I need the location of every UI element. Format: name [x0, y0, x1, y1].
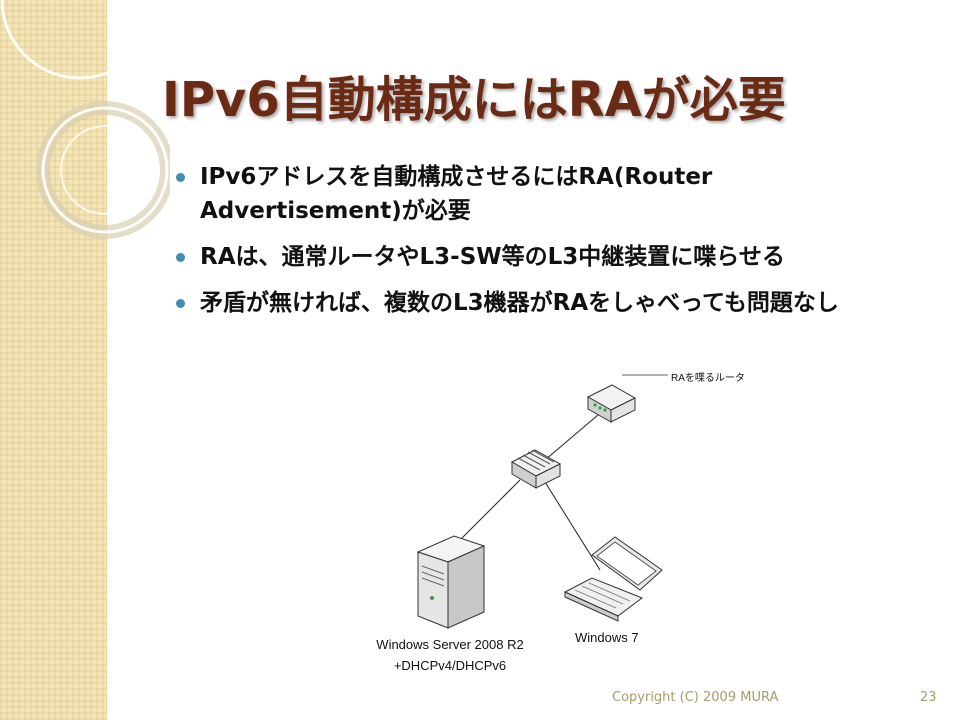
bullet-text: IPv6アドレスを自動構成させるにはRA(Router Advertisemen… [200, 164, 713, 224]
bullet-item: IPv6アドレスを自動構成させるにはRA(Router Advertisemen… [176, 160, 916, 228]
decorative-side-band [0, 0, 107, 720]
router-icon [586, 384, 637, 423]
link-switch-laptop [544, 481, 601, 571]
laptop-icon [563, 536, 663, 622]
server-tower-icon [416, 535, 486, 629]
link-switch-server [454, 479, 521, 546]
bullet-dot-icon [176, 299, 185, 308]
bullet-list: IPv6アドレスを自動構成させるにはRA(Router Advertisemen… [176, 160, 916, 332]
slide-title: IPv6自動構成にはRAが必要 [162, 72, 786, 128]
bullet-dot-icon [176, 173, 185, 182]
bullet-text: RAは、通常ルータやL3-SW等のL3中継装置に喋らせる [200, 244, 785, 270]
server-label-line1: Windows Server 2008 R2 [376, 637, 524, 652]
bullet-item: 矛盾が無ければ、複数のL3機器がRAをしゃべっても問題なし [176, 286, 916, 320]
bullet-dot-icon [176, 253, 185, 262]
copyright-text: Copyright (C) 2009 MURA [612, 690, 779, 705]
server-label-line2: +DHCPv4/DHCPv6 [393, 658, 507, 673]
network-diagram [416, 374, 668, 629]
link-router-switch [544, 414, 599, 461]
router-label: RAを喋るルータ [671, 373, 745, 384]
switch-icon [510, 449, 562, 489]
bullet-text: 矛盾が無ければ、複数のL3機器がRAをしゃべっても問題なし [200, 290, 839, 316]
bullet-item: RAは、通常ルータやL3-SW等のL3中継装置に喋らせる [176, 240, 916, 274]
decorative-circles [0, 0, 170, 239]
server-label: Windows Server 2008 R2 +DHCPv4/DHCPv6 [366, 634, 534, 676]
page-number: 23 [920, 690, 937, 705]
laptop-label: Windows 7 [575, 630, 639, 645]
